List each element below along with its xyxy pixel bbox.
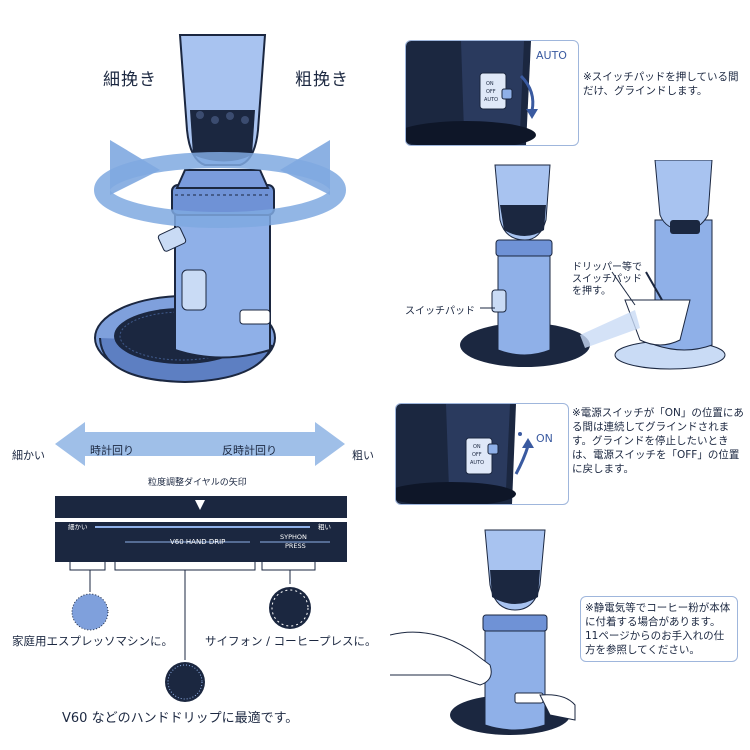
svg-text:OFF: OFF [486,89,496,95]
v60-caption: V60 などのハンドドリップに最適です。 [62,711,299,726]
auto-switch-panel: ON OFF AUTO AUTO [405,40,579,146]
auto-big-label: AUTO [536,49,567,62]
syphon-scale-label: SYPHON [280,533,307,541]
scale-coarse-label: 粗い [318,523,331,531]
dripper-note: ドリッパー等で スイッチパッド を押す。 [572,262,642,297]
switch-pad-label: スイッチパッド [405,306,475,317]
direction-arrow [55,422,345,466]
grind-scale [55,496,347,562]
dial-arrow-label: 粒度調整ダイヤルの矢印 [148,478,247,488]
svg-text:ON: ON [486,81,494,87]
coarse-grind-label: 粗挽き [295,70,349,90]
svg-text:AUTO: AUTO [484,97,498,103]
on-switch-closeup: ON OFF AUTO [396,404,534,504]
svg-text:AUTO: AUTO [470,460,484,466]
svg-text:OFF: OFF [472,452,482,458]
on-big-label: ON [536,432,553,445]
cleaning-illustration [390,529,576,735]
coarse-label: 粗い [352,449,374,462]
on-switch-panel: ON OFF AUTO ON [395,403,569,505]
grind-samples [69,560,316,702]
clockwise-label: 時計回り [90,444,134,457]
main-grinder-illustration [94,34,346,384]
syphon-caption: サイフォン / コーヒープレスに。 [205,634,377,648]
espresso-caption: 家庭用エスプレッソマシンに。 [12,634,173,648]
auto-note: ※スイッチパッドを押している間だけ、グラインドします。 [583,71,739,97]
static-note: ※静電気等でコーヒー粉が本体に付着する場合があります。11ページからのお手入れの… [580,596,738,662]
v60-scale-label: V60 HAND DRIP [170,538,226,546]
press-scale-label: PRESS [285,542,306,550]
on-note: ※電源スイッチが「ON」の位置にある間は連続してグラインドされます。グラインドを… [572,407,744,475]
switch-pad-illustration [460,160,726,370]
scale-fine-label: 細かい [68,523,88,531]
counterclockwise-label: 反時計回り [222,444,277,457]
svg-text:ON: ON [473,444,481,450]
fine-label: 細かい [12,449,45,462]
auto-switch-closeup: ON OFF AUTO [406,41,538,145]
fine-grind-label: 細挽き [103,70,157,90]
